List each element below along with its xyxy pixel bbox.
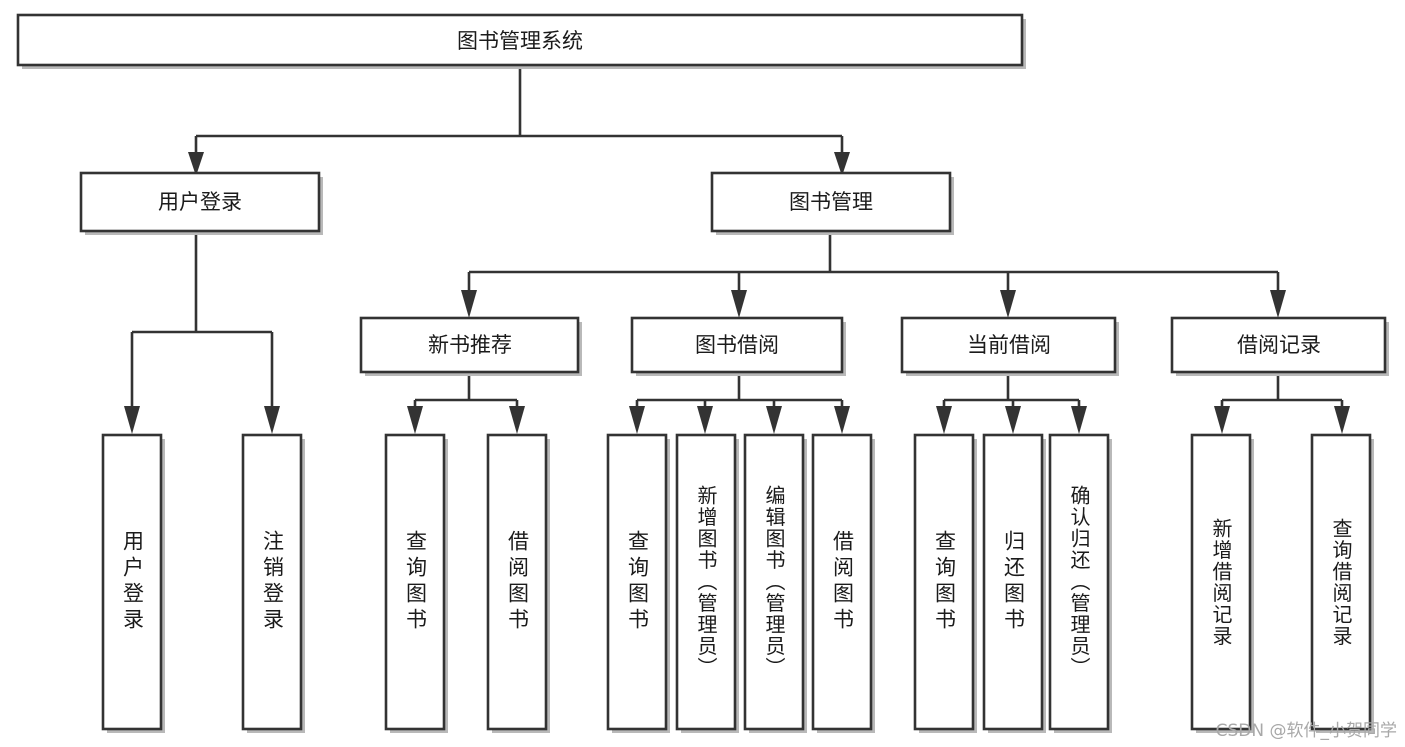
node-user-login[interactable]: 用户登录 [79,171,323,235]
arrow-to-leaf-return-book [1005,406,1021,434]
arrow-to-leaf-borrow-book-1 [509,406,525,434]
arrow-to-leaf-add-record [1214,406,1230,434]
node-book-borrow-label: 图书借阅 [695,333,779,357]
edge-group [124,67,1350,434]
node-leaf-add-book[interactable] [675,433,739,733]
node-leaf-borrow-book-1[interactable] [486,433,550,733]
node-leaf-borrow-book-2[interactable] [811,433,875,733]
node-user-login-label: 用户登录 [158,190,242,214]
arrow-to-current-borrow [1000,290,1016,318]
node-leaf-return-book[interactable] [982,433,1046,733]
node-leaf-query-book-1[interactable] [384,433,448,733]
arrow-to-leaf-user-login [124,406,140,434]
arrow-to-leaf-query-book-3 [936,406,952,434]
node-borrow-record-label: 借阅记录 [1237,333,1321,357]
node-book-manage[interactable]: 图书管理 [710,171,954,235]
arrow-to-book-borrow [731,290,747,318]
arrow-to-leaf-borrow-book-2 [834,406,850,434]
arrow-root-to-user-login [188,152,204,176]
arrow-to-leaf-query-book-1 [407,406,423,434]
node-leaf-edit-book[interactable] [743,433,807,733]
arrow-to-leaf-query-book-2 [629,406,645,434]
node-leaf-query-book-3[interactable] [913,433,977,733]
node-leaf-query-book-2[interactable] [606,433,670,733]
node-current-borrow[interactable]: 当前借阅 [900,316,1119,376]
arrow-to-leaf-user-logout [264,406,280,434]
arrow-to-leaf-add-book [697,406,713,434]
arrow-to-leaf-query-record [1334,406,1350,434]
arrow-to-borrow-record [1270,290,1286,318]
node-borrow-record[interactable]: 借阅记录 [1170,316,1389,376]
node-root-label: 图书管理系统 [457,29,583,53]
node-root[interactable]: 图书管理系统 [16,13,1026,69]
node-leaf-query-record[interactable] [1310,433,1374,733]
node-book-borrow[interactable]: 图书借阅 [630,316,846,376]
arrow-to-leaf-edit-book [766,406,782,434]
arrow-to-new-book-recommend [461,290,477,318]
node-leaf-add-record[interactable] [1190,433,1254,733]
node-leaf-user-login[interactable] [101,433,165,733]
node-leaf-user-logout[interactable] [241,433,305,733]
node-new-book-recommend[interactable]: 新书推荐 [359,316,582,376]
arrow-to-leaf-confirm-return [1071,406,1087,434]
node-new-book-recommend-label: 新书推荐 [428,333,512,357]
node-leaf-confirm-return[interactable] [1048,433,1112,733]
watermark-text: CSDN @软件_小贺同学 [1215,721,1397,741]
node-current-borrow-label: 当前借阅 [967,333,1051,357]
arrow-root-to-book-manage [834,152,850,176]
node-book-manage-label: 图书管理 [789,190,873,214]
